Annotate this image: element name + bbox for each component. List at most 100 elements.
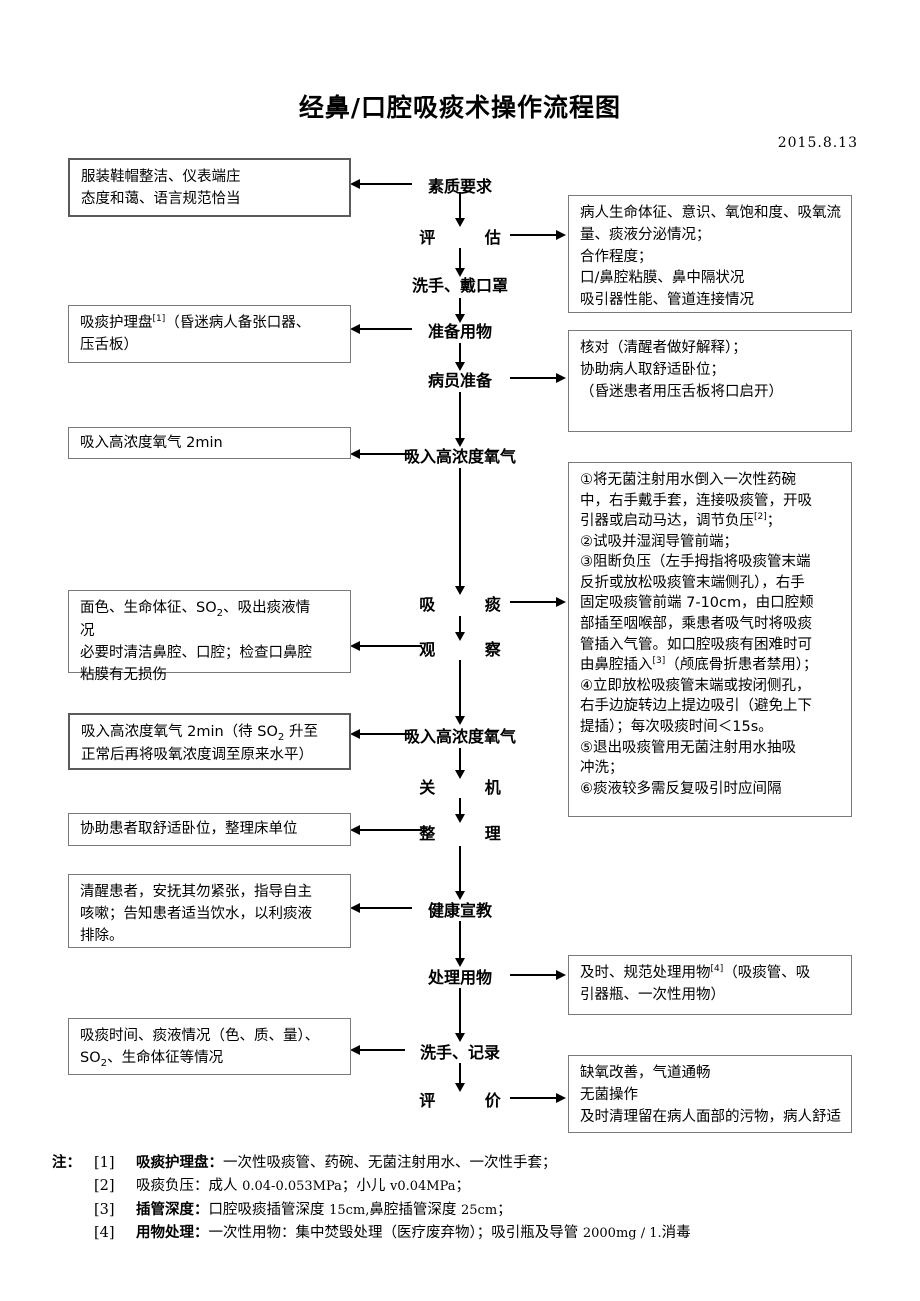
arrowhead-assessdetail [556,230,566,240]
box-comfort-position-line-1: 协助患者取舒适卧位，整理床单位 [80,821,298,837]
note-4-body: 用物处理：一次性用物：集中焚毁处理（医疗废弃物）；吸引瓶及导管 2000mg /… [136,1222,691,1245]
connector-disposal-record [459,988,461,1040]
flow-node-record[interactable]: 洗手、记录 [419,1043,501,1062]
link-evaluate-to-detail [510,1097,558,1099]
arrowhead-shutdown [455,770,465,779]
link-quality-to-appearance [360,183,412,185]
flow-node-assess[interactable]: 评 估 [419,228,523,247]
connector-quality-assess [459,192,461,224]
flow-node-oxygen2[interactable]: 吸入高浓度氧气 [403,727,517,746]
arrowhead-healthedu [350,903,360,913]
flow-node-prepare[interactable]: 准备用物 [427,322,493,341]
box-health-education-line-2: 咳嗽；告知患者适当饮水，以利痰液 [80,905,312,922]
box-oxygen-2min-line-1: 吸入高浓度氧气 2min [80,435,223,451]
box-patient-prep-line-2: 协助病人取舒适卧位； [580,361,725,378]
arrowhead-record [455,1033,465,1042]
note-2-text: 成人 0.04-0.053MPa；小儿 v0.04MPa； [208,1178,471,1195]
connector-suction-observe [459,616,461,638]
box-record-items: 吸痰时间、痰液情况（色、质、量）、 SO2、生命体征等情况 [68,1018,351,1075]
box-evaluation-line-3: 及时清理留在病人面部的污物，病人舒适 [580,1108,841,1125]
box-procedure-line-10: 由鼻腔插入[3]（颅底骨折患者禁用）； [580,656,818,674]
arrowhead-tray [350,324,360,334]
box-oxygen-restore-line-2: 正常后再将吸氧浓度调至原来水平） [81,747,313,764]
arrowhead-oxygen1 [455,438,465,447]
arrowhead-comfort [350,825,360,835]
box-assessment-line-4: 口/鼻腔粘膜、鼻中隔状况 [580,270,745,287]
link-record-to-recorditems [360,1049,405,1051]
note-3-text: 口腔吸痰插管深度 15cm,鼻腔插管深度 25cm； [208,1201,512,1218]
box-record-items-line-2: SO2、生命体征等情况 [80,1049,224,1069]
arrowhead-tidy [455,814,465,823]
note-3-number: [3] [94,1201,115,1218]
box-procedure-line-14: ⑤退出吸痰管用无菌注射用水抽吸 [580,739,796,756]
box-suction-tray-line-2: 压舌板） [80,336,138,353]
connector-handwash-prepare [459,298,461,320]
arrowhead-observation [350,641,360,651]
notes-spacer-2 [52,1175,94,1198]
flow-node-education[interactable]: 健康宣教 [427,901,493,920]
connector-assess-handwash [459,248,461,274]
link-education-to-healthedu [360,907,412,909]
box-procedure-line-1: ①将无菌注射用水倒入一次性药碗 [580,472,796,488]
box-suction-procedure: ①将无菌注射用水倒入一次性药碗 中，右手戴手套，连接吸痰管，开吸 引器或启动马达… [568,462,852,817]
flow-node-disposal[interactable]: 处理用物 [427,968,493,987]
arrowhead-recorditems [350,1045,360,1055]
box-patient-prep-line-3: （昏迷患者用压舌板将口启开） [580,383,783,400]
connector-observe-oxygen2 [459,660,461,723]
box-suction-tray: 吸痰护理盘[1]（昏迷病人备张口器、 压舌板） [68,305,351,363]
box-assessment-line-3: 合作程度； [580,248,653,265]
box-observation-line-1: 面色、生命体征、SO2、吸出痰液情 [80,600,311,619]
flow-node-tidy[interactable]: 整 理 [419,824,523,843]
arrowhead-education [455,891,465,900]
flow-node-quality[interactable]: 素质要求 [427,177,493,196]
note-3-body: 插管深度：口腔吸痰插管深度 15cm,鼻腔插管深度 25cm； [136,1199,512,1222]
flow-node-shutdown[interactable]: 关 机 [419,778,523,797]
box-procedure-line-11: ④立即放松吸痰管末端或按闭侧孔， [580,677,811,694]
box-procedure-line-7: 固定吸痰管前端 7-10cm，由口腔颊 [580,595,814,612]
note-2-body: 吸痰负压：成人 0.04-0.053MPa；小儿 v0.04MPa； [136,1175,470,1198]
note-4-text: 一次性用物：集中焚毁处理（医疗废弃物）；吸引瓶及导管 2000mg / 1.消毒 [208,1225,691,1242]
flow-node-oxygen1[interactable]: 吸入高浓度氧气 [403,447,517,466]
note-2-number: [2] [94,1178,115,1195]
box-assessment-line-2: 量、痰液分泌情况； [580,226,711,243]
box-procedure-line-16: ⑥痰液较多需反复吸引时应间隔 [580,780,782,797]
arrowhead-procedure [556,597,566,607]
flow-node-evaluate[interactable]: 评 价 [419,1091,523,1110]
flow-node-patient[interactable]: 病员准备 [427,371,493,390]
arrowhead-oxygen2min [350,449,360,459]
link-oxygen1-to-oxygen2min [360,453,412,455]
arrowhead-observe [455,632,465,641]
arrowhead-evaluationdetail [556,1093,566,1103]
document-date: 2015.8.13 [777,135,858,151]
box-procedure-line-15: 冲洗； [580,760,624,777]
arrowhead-evaluate [455,1083,465,1092]
arrowhead-disposaldetail [556,970,566,980]
note-1-number: [1] [94,1155,115,1171]
box-procedure-line-9: 管插入气管。如口腔吸痰有困难时可 [580,636,812,653]
box-record-items-line-1: 吸痰时间、痰液情况（色、质、量）、 [80,1028,320,1044]
box-health-education-line-1: 清醒患者，安抚其勿紧张，指导自主 [80,884,312,900]
flow-node-observe[interactable]: 观 察 [419,640,523,659]
arrowhead-suction [455,586,465,595]
note-row-2: [2] 吸痰负压：成人 0.04-0.053MPa；小儿 v0.04MPa； [52,1175,912,1198]
box-procedure-line-12: 右手边旋转边上提边吸引（避免上下 [580,698,812,715]
notes-spacer-3 [52,1199,94,1222]
box-patient-prep-detail: 核对（清醒者做好解释）； 协助病人取舒适卧位； （昏迷患者用压舌板将口启开） [568,330,852,432]
arrowhead-appearance [350,179,360,189]
arrowhead-restore [350,729,360,739]
flow-node-suction[interactable]: 吸 痰 [419,595,523,614]
box-appearance: 服装鞋帽整洁、仪表端庄 态度和蔼、语言规范恰当 [68,158,351,217]
notes-section: 注： [1] 吸痰护理盘：一次性吸痰管、药碗、无菌注射用水、一次性手套； [2]… [52,1152,912,1246]
box-disposal-line-1: 及时、规范处理用物[4]（吸痰管、吸 [580,964,811,981]
box-oxygen-restore-line-1: 吸入高浓度氧气 2min（待 SO2 升至 [81,724,318,743]
flow-node-handwash[interactable]: 洗手、戴口罩 [411,276,509,295]
box-assessment-line-1: 病人生命体征、意识、氧饱和度、吸氧流 [580,205,841,221]
box-disposal-line-2: 引器瓶、一次性用物） [580,986,725,1003]
box-evaluation-line-2: 无菌操作 [580,1086,638,1103]
note-2-key: 吸痰负压： [136,1178,209,1195]
box-procedure-line-13: 提插）；每次吸痰时间＜15s。 [580,718,773,735]
box-health-education: 清醒患者，安抚其勿紧张，指导自主 咳嗽；告知患者适当饮水，以利痰液 排除。 [68,874,351,948]
connector-prepare-patient [459,343,461,368]
notes-label: 注： [52,1155,81,1171]
